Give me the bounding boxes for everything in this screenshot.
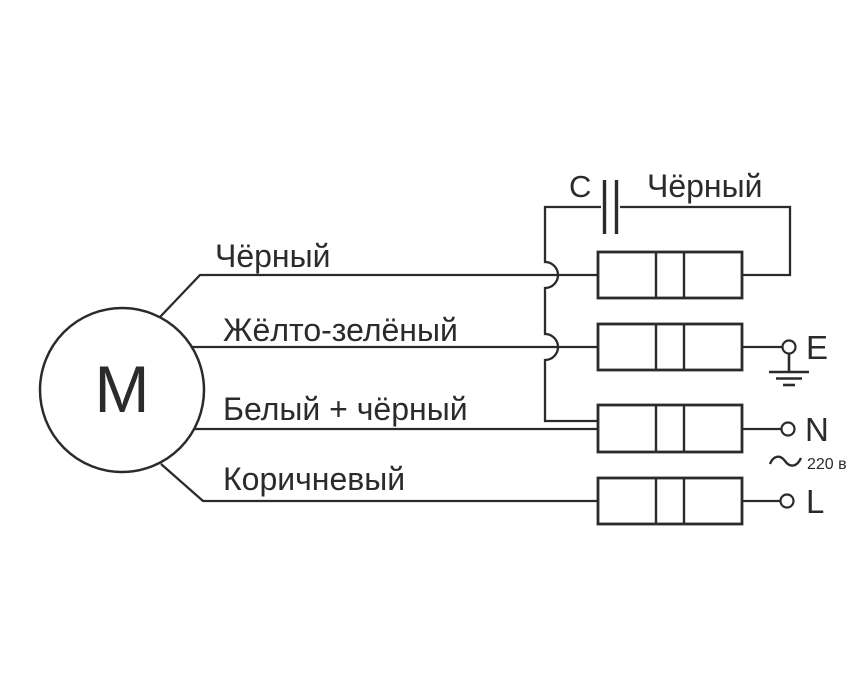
capacitor-right-lead [620, 205, 792, 277]
wire-yellow-green-label: Жёлто-зелёный [223, 312, 458, 348]
voltage-label: 220 в [807, 456, 847, 473]
capacitor-label: C [569, 169, 591, 204]
terminal-n-label: N [805, 411, 829, 448]
wire-brown-label: Коричневый [223, 461, 405, 497]
capacitor-left-lead [543, 205, 601, 423]
motor-label: M [95, 352, 150, 426]
capacitor-wire-label: Чёрный [647, 168, 762, 204]
terminal-e-circle [781, 339, 797, 355]
terminal-block-4 [596, 476, 744, 526]
terminal-l-circle [779, 493, 795, 509]
terminal-l-label: L [806, 483, 824, 520]
wire-black-label: Чёрный [215, 238, 330, 274]
terminal-block-3 [596, 403, 744, 454]
terminal-n-circle [780, 421, 796, 437]
ac-wave-icon [768, 455, 803, 467]
wire-white-black-label: Белый + чёрный [223, 391, 468, 427]
terminal-block-2 [596, 322, 744, 372]
wire-black [159, 273, 598, 318]
wire-brown [160, 463, 598, 503]
motor-circle [38, 306, 206, 474]
terminal-e-label: E [806, 329, 828, 366]
terminal-block-1 [596, 250, 744, 300]
ground-icon [769, 354, 809, 387]
capacitor-icon [602, 180, 619, 234]
